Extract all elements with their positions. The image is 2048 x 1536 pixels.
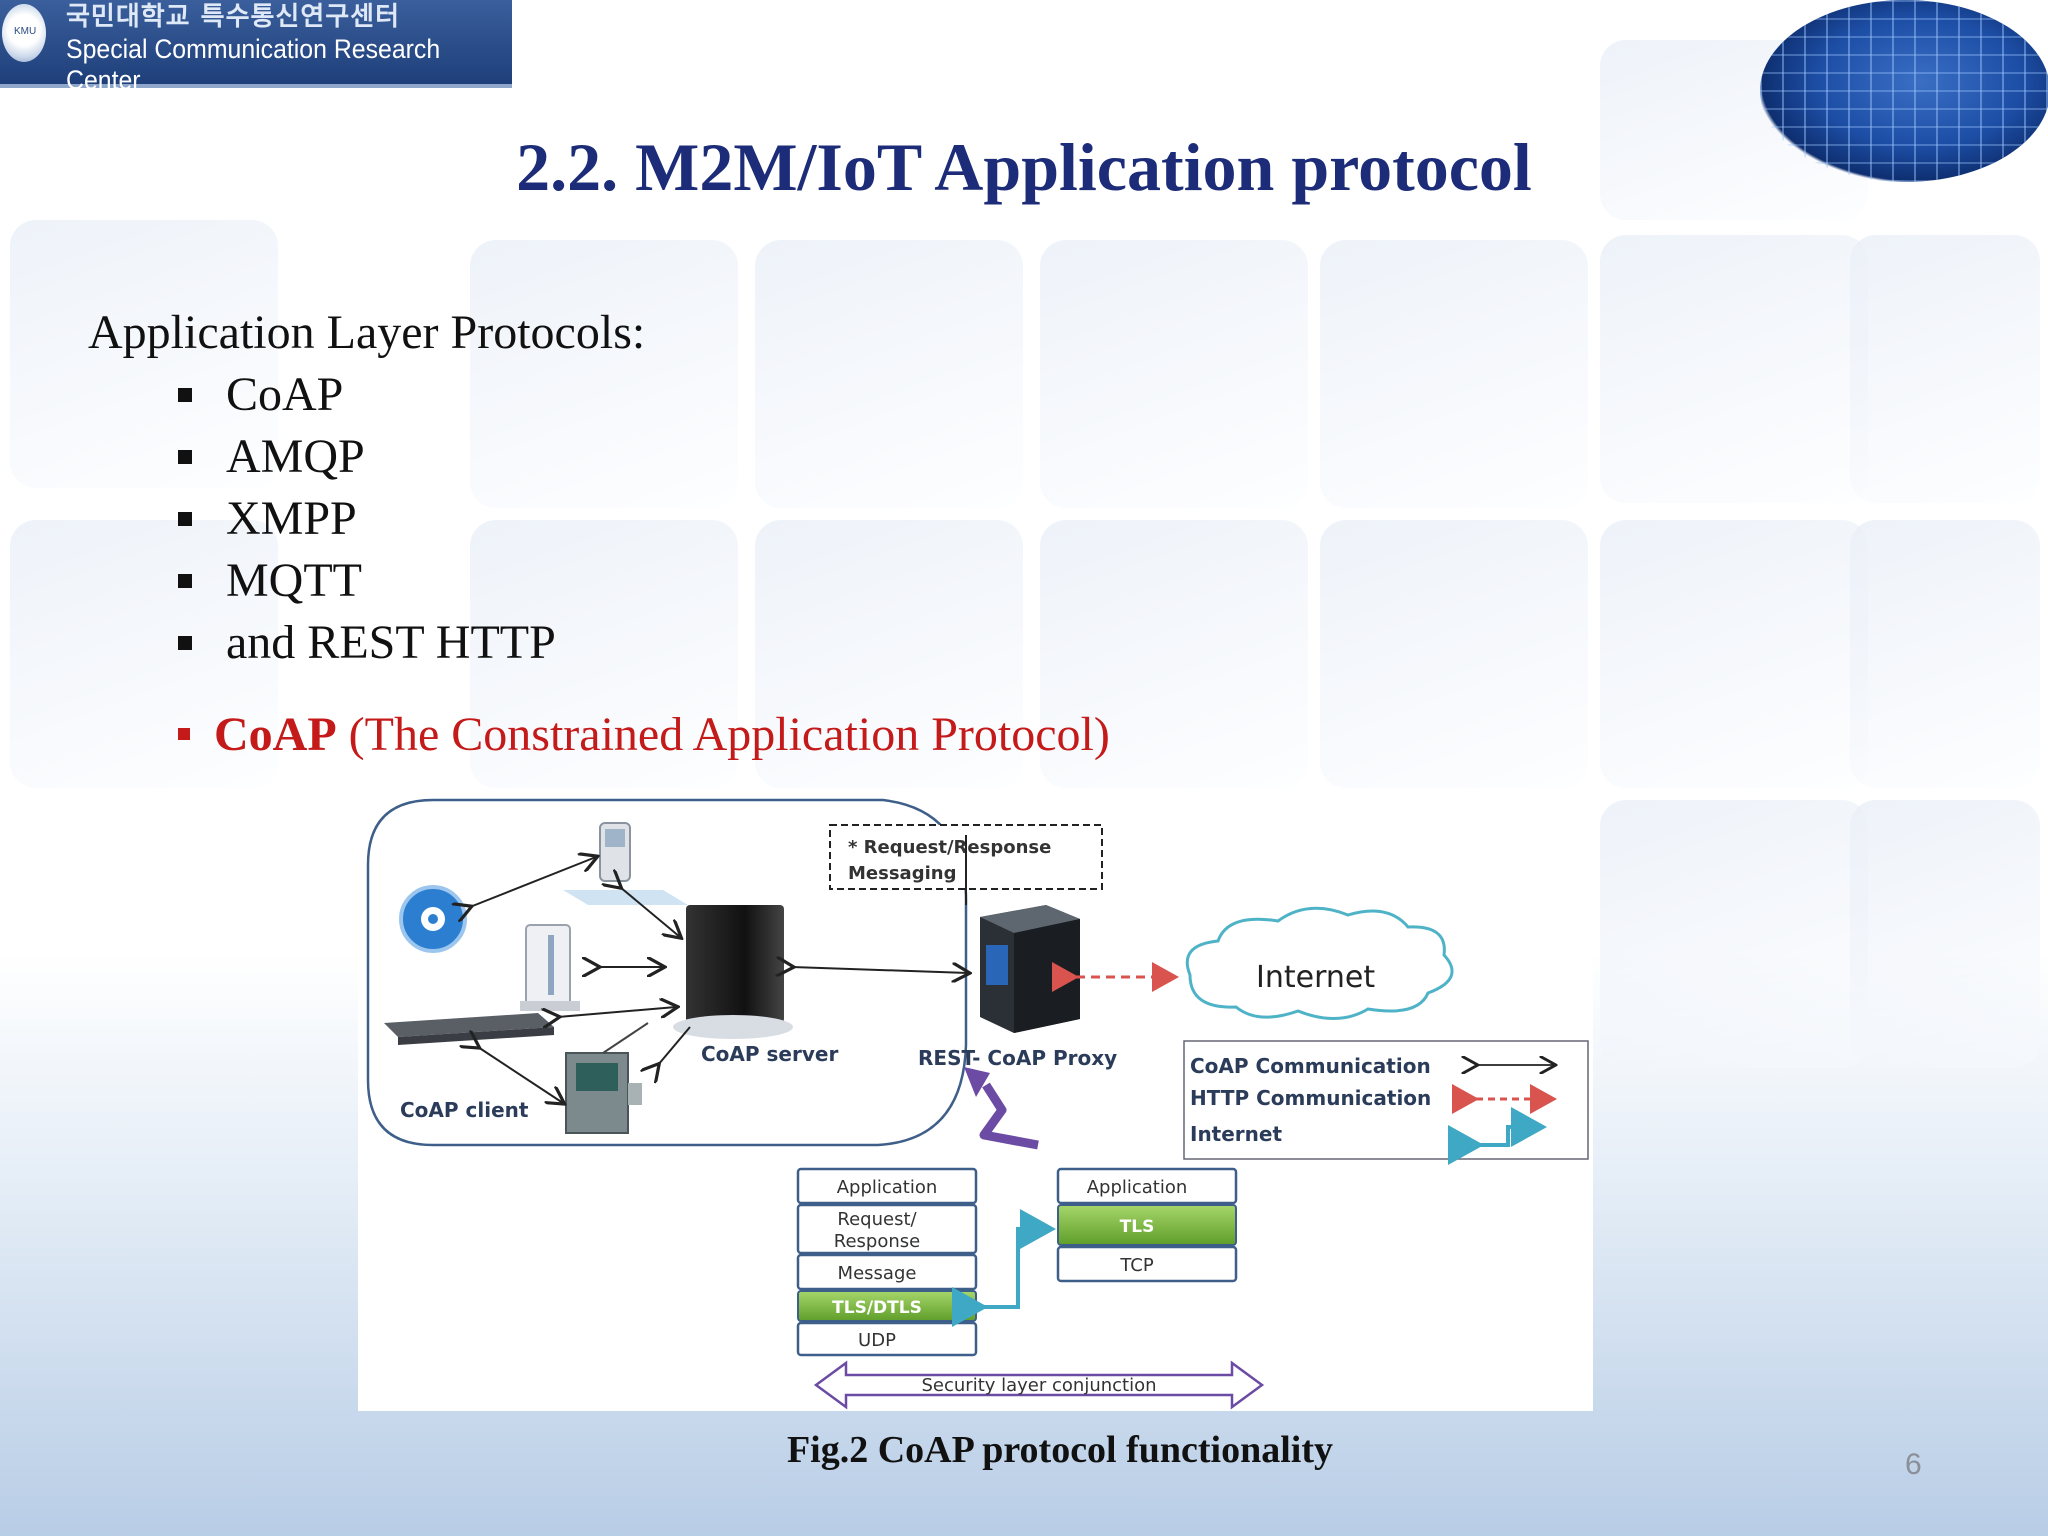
bg-tile	[470, 520, 738, 788]
http-stack-layer	[1056, 1167, 1238, 1205]
server-proxy-arrow	[792, 967, 968, 973]
http-stack-layer	[1056, 1245, 1238, 1283]
bullet-square-icon	[178, 512, 192, 526]
bg-tile	[1320, 240, 1588, 508]
bg-tile	[1040, 240, 1308, 508]
http-stack-layer-tls	[1057, 1204, 1237, 1246]
coap-client-label: CoAP client	[400, 1098, 529, 1122]
rack-server-icon	[384, 1013, 554, 1045]
legend-internet-arrow	[1448, 1107, 1547, 1165]
internet-cloud-icon	[1185, 906, 1454, 1021]
proxy-label: REST- CoAP Proxy	[918, 1046, 1117, 1070]
figure-caption: Fig.2 CoAP protocol functionality	[786, 1429, 1334, 1471]
bg-tile	[1850, 235, 2040, 503]
http-stack-tcp: TCP	[1119, 1255, 1154, 1276]
coap-name: CoAP	[214, 708, 337, 761]
logo-korean-text: 국민대학교 특수통신연구센터	[66, 2, 401, 32]
coap-stack-application: Application	[837, 1177, 938, 1198]
bg-tile	[470, 240, 738, 508]
legend-internet: Internet	[1190, 1122, 1282, 1146]
protocol-list: CoAP AMQP XMPP MQTT and REST HTTP	[176, 364, 556, 674]
server-tower-icon	[520, 924, 580, 1011]
proxy-stack-arrowhead	[964, 1067, 990, 1097]
coap-definition: CoAP (The Constrained Application Protoc…	[176, 704, 1110, 766]
coap-stack-layer	[796, 1167, 978, 1205]
bg-tile	[1600, 520, 1868, 788]
bullet-square-icon	[178, 574, 192, 588]
page-number: 6	[1905, 1448, 1922, 1481]
logo-english-text: Special Communication Research Center	[66, 34, 441, 95]
industrial-machine-icon	[565, 1022, 649, 1134]
coap-stack-reqresp-1: Request/	[837, 1209, 917, 1230]
bullet-square-icon	[178, 636, 192, 650]
slide-title: 2.2. M2M/IoT Application protocol	[516, 129, 1532, 205]
coap-diagram-svg: * Request/Response Messaging	[366, 798, 1589, 1410]
bg-tile	[1850, 800, 2040, 1068]
http-stack-application: Application	[1087, 1177, 1188, 1198]
coap-link-arrow	[620, 887, 680, 937]
intro-text: Application Layer Protocols:	[88, 306, 646, 359]
security-conjunction-label: Security layer conjunction	[921, 1375, 1156, 1396]
bg-tile	[1040, 520, 1308, 788]
coap-network-boundary	[366, 798, 968, 1147]
coap-stack-udp: UDP	[858, 1330, 896, 1351]
bg-tile	[1600, 235, 1868, 503]
bullet-square-icon	[178, 450, 192, 464]
coap-stack: Application Request/ Response Message TL…	[796, 1167, 978, 1357]
http-stack: Application TLS TCP	[1056, 1167, 1238, 1283]
coap-stack-tls-dtls: TLS/DTLS	[832, 1298, 922, 1318]
coap-server-icon	[673, 905, 793, 1039]
university-seal-icon: KMU	[2, 4, 46, 62]
coap-link-arrow	[658, 1026, 691, 1065]
bg-tile	[1600, 800, 1868, 1068]
decorative-globe-icon	[1760, 0, 2048, 182]
bg-tile	[10, 220, 278, 488]
bg-tile	[755, 520, 1023, 788]
coap-stack-reqresp-2: Response	[834, 1231, 920, 1252]
http-stack-tls: TLS	[1120, 1217, 1155, 1237]
bg-tile	[1850, 520, 2040, 788]
coap-link-arrow	[470, 857, 596, 907]
list-item: CoAP	[176, 364, 556, 426]
bullet-square-icon	[178, 388, 192, 402]
bullet-square-icon	[178, 728, 190, 740]
tls-link-arrow	[952, 1209, 1056, 1327]
bg-tile	[755, 240, 1023, 508]
coap-stack-layer	[796, 1321, 978, 1357]
legend-http: HTTP Communication	[1190, 1086, 1431, 1110]
list-item: and REST HTTP	[176, 612, 556, 674]
coap-server-label: CoAP server	[701, 1042, 838, 1066]
security-conjunction-arrow	[813, 1360, 1265, 1410]
settings-gear-icon	[399, 885, 467, 953]
coap-link-arrow	[478, 1047, 563, 1103]
internet-cloud-label: Internet	[1256, 960, 1375, 995]
coap-stack-message: Message	[838, 1263, 917, 1284]
messaging-note-line2: Messaging	[848, 863, 956, 884]
header-logo-banner: KMU 국민대학교 특수통신연구센터 Special Communication…	[0, 0, 512, 95]
proxy-stack-arrow	[979, 1082, 1039, 1150]
list-item: XMPP	[176, 488, 556, 550]
list-item: MQTT	[176, 550, 556, 612]
list-item: AMQP	[176, 426, 556, 488]
proxy-server-icon	[980, 905, 1080, 1033]
bg-tile	[1320, 520, 1588, 788]
coap-diagram: * Request/Response Messaging	[358, 795, 1593, 1411]
bg-tile	[10, 520, 278, 788]
messaging-note-line1: * Request/Response	[848, 837, 1051, 858]
legend-coap: CoAP Communication	[1190, 1054, 1431, 1078]
coap-link-arrow	[558, 1007, 676, 1017]
coap-description: (The Constrained Application Protocol)	[348, 708, 1110, 761]
